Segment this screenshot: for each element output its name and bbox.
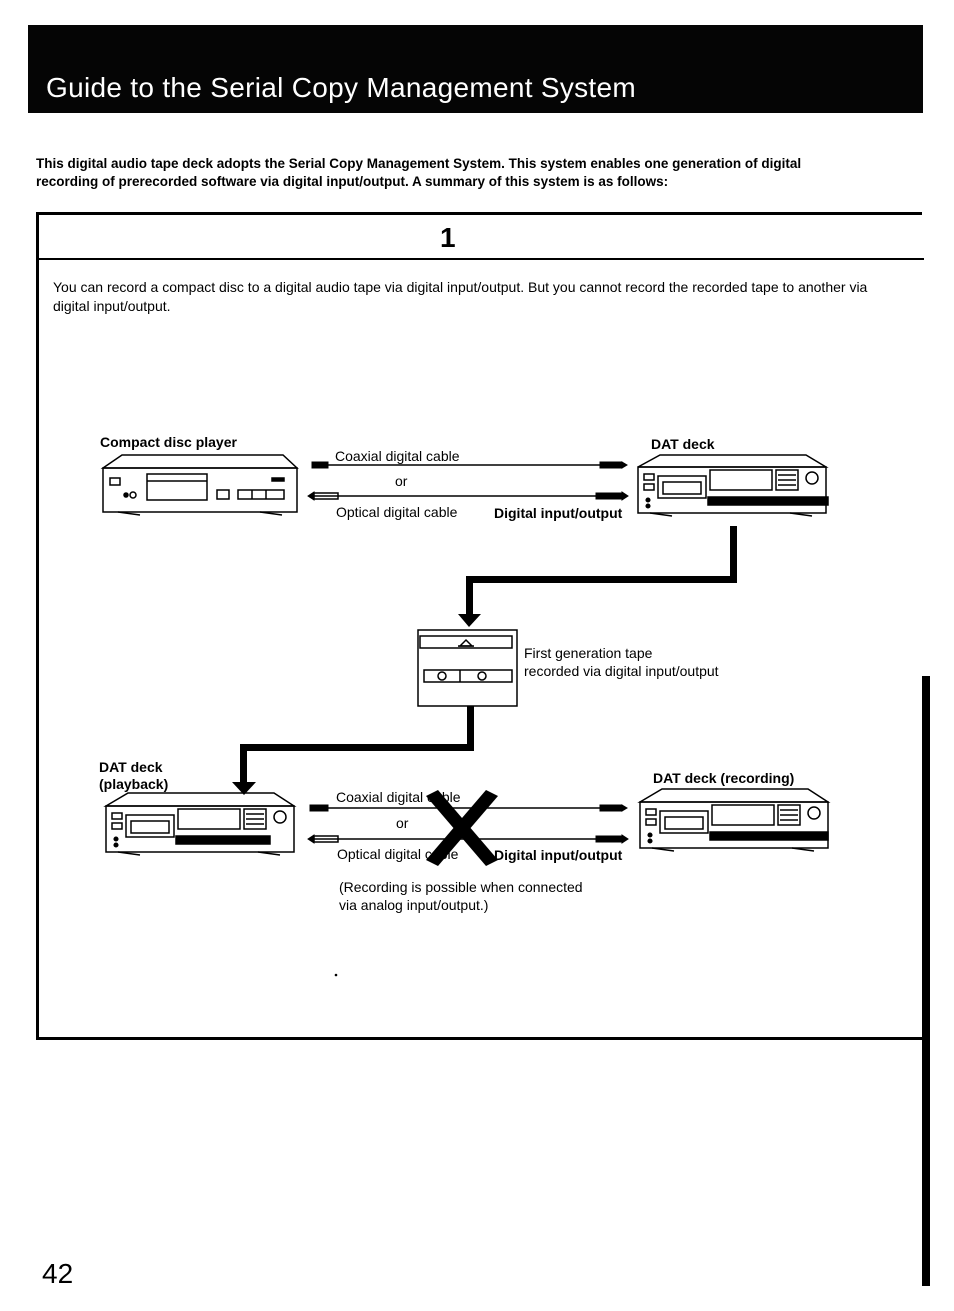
section-box: [36, 212, 922, 1040]
dat-deck-icon: [637, 454, 829, 517]
coaxial-cable-2: [309, 804, 628, 812]
flow-arrow-2: [232, 706, 474, 795]
page-number: 42: [42, 1258, 74, 1289]
coaxial-cable-label-2: Coaxial digital cable: [336, 789, 461, 805]
analog-note-line-2: via analog input/output.): [339, 897, 489, 913]
section-description: You can record a compact disc to a digit…: [53, 279, 868, 314]
recording-deck-label: DAT deck (recording): [653, 770, 795, 786]
stray-dot: [334, 973, 338, 977]
page-edge-bar: [922, 676, 930, 1286]
dat-deck-recording-icon: [637, 788, 831, 852]
or-label: or: [395, 473, 408, 489]
coaxial-cable-label: Coaxial digital cable: [335, 448, 460, 464]
tape-caption-line-1: First generation tape: [524, 645, 653, 661]
intro-paragraph: This digital audio tape deck adopts the …: [36, 156, 802, 189]
playback-deck-label: DAT deck (playback): [99, 759, 168, 793]
optical-cable-label-2: Optical digital cable: [337, 846, 459, 862]
section-number: 1: [440, 222, 456, 253]
analog-note: (Recording is possible when connected vi…: [339, 878, 583, 914]
title-banner: [28, 25, 923, 113]
section-divider: [39, 258, 924, 260]
analog-note-line-1: (Recording is possible when connected: [339, 879, 583, 895]
cross-mark-icon: [426, 790, 498, 866]
digital-io-label: Digital input/output: [494, 505, 623, 521]
cd-player-icon: [100, 454, 299, 516]
optical-cable-2: [307, 834, 629, 844]
flow-arrow-1: [458, 526, 737, 627]
cd-player-label: Compact disc player: [100, 434, 237, 450]
tape-caption: First generation tape recorded via digit…: [524, 644, 719, 680]
digital-io-label-2: Digital input/output: [494, 847, 623, 863]
playback-label-line-1: DAT deck: [99, 759, 163, 775]
or-label-2: or: [396, 815, 409, 831]
dat-deck-label: DAT deck: [651, 436, 715, 452]
dat-deck-playback-icon: [103, 792, 297, 856]
page-title: Guide to the Serial Copy Management Syst…: [46, 72, 637, 103]
tape-caption-line-2: recorded via digital input/output: [524, 663, 719, 679]
playback-label-line-2: (playback): [99, 776, 169, 792]
optical-cable-label: Optical digital cable: [336, 504, 458, 520]
optical-cable-1: [307, 491, 629, 501]
dat-tape-icon: [417, 629, 518, 707]
coaxial-cable-1: [311, 461, 628, 469]
